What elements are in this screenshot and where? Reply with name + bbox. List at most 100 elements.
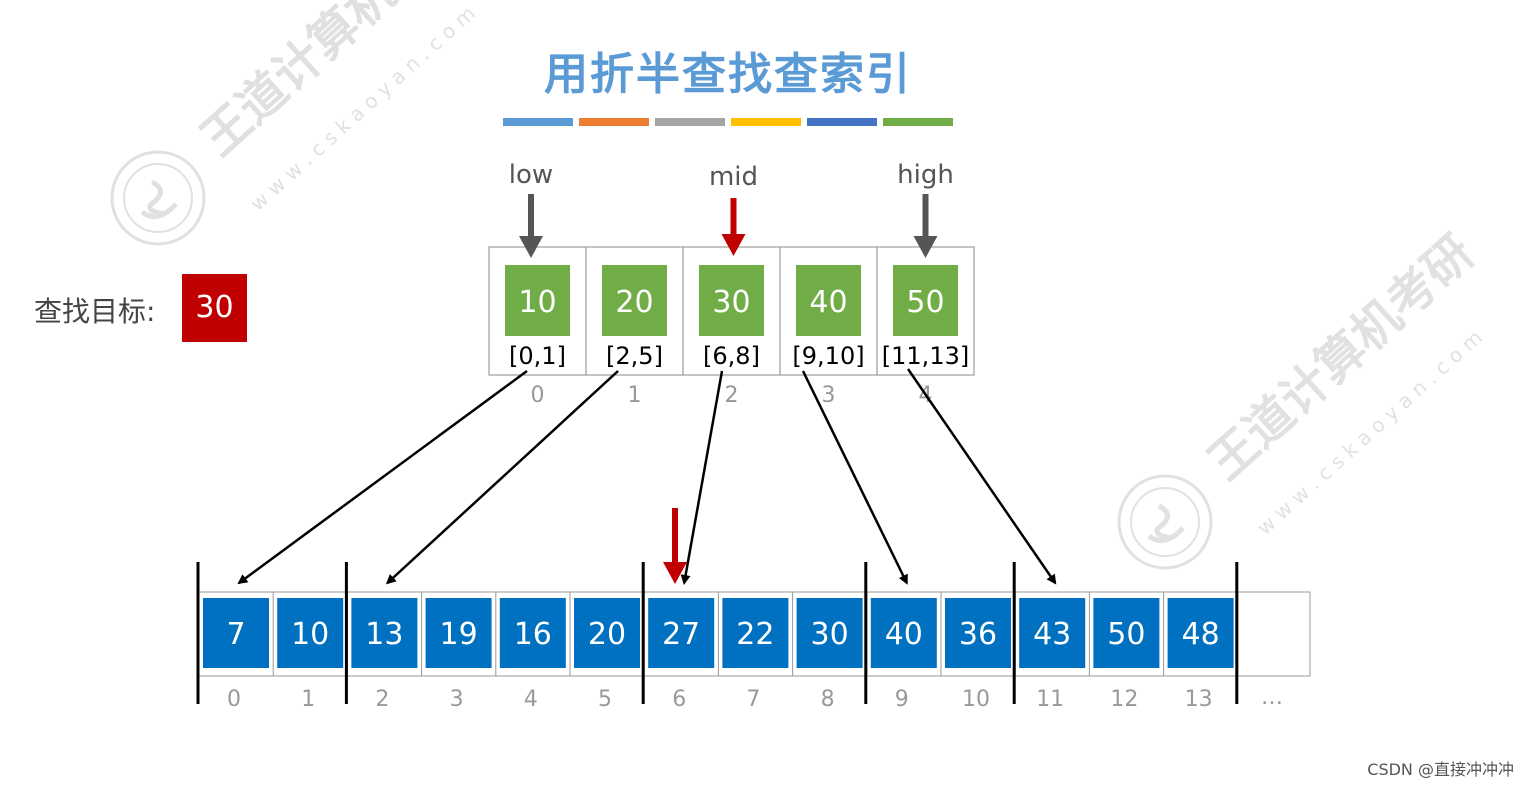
table-value: 43 [1033,617,1071,652]
table-position: 6 [672,687,686,712]
table-cell: 16 4 [495,592,566,712]
table-value-box [648,598,715,668]
table-cell: 43 11 [1014,592,1086,712]
table-value: 27 [662,617,700,652]
title-stripe [883,118,953,126]
footer-credit: CSDN @直接冲冲冲 [1367,760,1514,779]
title-stripe [731,118,801,126]
table-value: 36 [959,617,997,652]
index-key-box [602,265,667,336]
title-stripe [579,118,649,126]
index-cell: 30 [6,8] 2 [682,247,764,408]
table-value-box [1167,598,1234,668]
table-cell: 19 3 [421,592,492,712]
index-range: [6,8] [703,342,760,370]
scan-pointer-arrow-icon [663,508,687,584]
table-cell: 30 8 [792,592,863,712]
table-value-box [1093,598,1160,668]
table-value: 20 [588,617,626,652]
table-position: 8 [821,687,835,712]
title-stripe [503,118,573,126]
table-value-box [945,598,1011,668]
index-range: [11,13] [882,342,969,370]
table-value-box [574,598,640,668]
table-value: 48 [1182,617,1220,652]
table-value: 50 [1107,617,1145,652]
table-value: 40 [885,617,923,652]
index-key-box [699,265,764,336]
index-range: [9,10] [792,342,864,370]
table-cell: 20 5 [569,592,640,712]
high-pointer-label: high [897,160,954,190]
table-cell: 70 [198,592,269,712]
low-pointer-label: low [509,160,553,190]
table-position: 2 [375,687,389,712]
block-link-arrow [801,370,908,585]
table-position: 7 [746,687,760,712]
table-value: 16 [514,617,552,652]
index-cell: 20[2,5]1 [585,247,667,408]
table-cell: 27 6 [643,592,715,712]
search-target-value: 30 [182,274,247,342]
table-position: 1 [301,687,315,712]
block-link-arrow [237,369,528,585]
table-position: 13 [1185,687,1213,712]
table-value-box [722,598,789,668]
block-link-arrow [385,370,619,585]
table-value-box [425,598,492,668]
table-value-box [277,598,344,668]
table-value: 30 [811,617,849,652]
table-position: 5 [598,687,612,712]
table-value: 19 [440,617,478,652]
table-cell: 22 7 [717,592,789,712]
index-key: 30 [712,285,750,320]
table-cell: 40 9 [866,592,937,712]
block-link-arrow [906,368,1057,585]
block-link-arrow [680,370,724,585]
search-target-label: 查找目标: [34,295,156,328]
table-cell: 50 12 [1088,592,1160,712]
low-pointer-arrow-icon [519,194,543,258]
table-value-box [203,598,269,668]
index-position: 2 [725,383,739,408]
table-value-box [351,598,418,668]
table-position: 12 [1110,687,1138,712]
table-position: 3 [450,687,464,712]
mid-pointer-label: mid [709,162,758,192]
table-value-box [796,598,863,668]
table-ellipsis: … [1261,685,1283,710]
table-value: 10 [291,617,329,652]
index-key: 50 [906,285,944,320]
table-position: 9 [895,687,909,712]
table-position: 0 [227,687,241,712]
table-value-box [870,598,937,668]
index-range: [0,1] [509,342,566,370]
table-cell: 48 13 [1163,592,1234,712]
index-key: 40 [809,285,847,320]
table-value: 7 [226,617,245,652]
table-value-box [499,598,566,668]
high-pointer-arrow-icon [913,194,938,258]
pointers: low mid high [509,160,954,584]
table-value: 22 [736,617,774,652]
index-key-box [893,265,958,336]
title-stripe [807,118,877,126]
index-key: 10 [518,285,556,320]
table-cell: 10 1 [272,592,344,712]
page-title: 用折半查找查索引 [544,49,912,100]
index-key-box [796,265,861,336]
block-links [237,368,1057,585]
table-position: 11 [1036,687,1064,712]
watermark-logo-icon [1117,474,1213,570]
index-table: 10[0,1]020[2,5]130[6,8]240[9,10]350[11,1… [488,246,975,408]
index-key-box [505,265,570,336]
table-position: 4 [524,687,538,712]
watermark-logo-icon [110,150,206,246]
index-position: 1 [628,383,642,408]
index-cell: 50[11,13]4 [876,247,969,408]
table-value: 13 [365,617,403,652]
